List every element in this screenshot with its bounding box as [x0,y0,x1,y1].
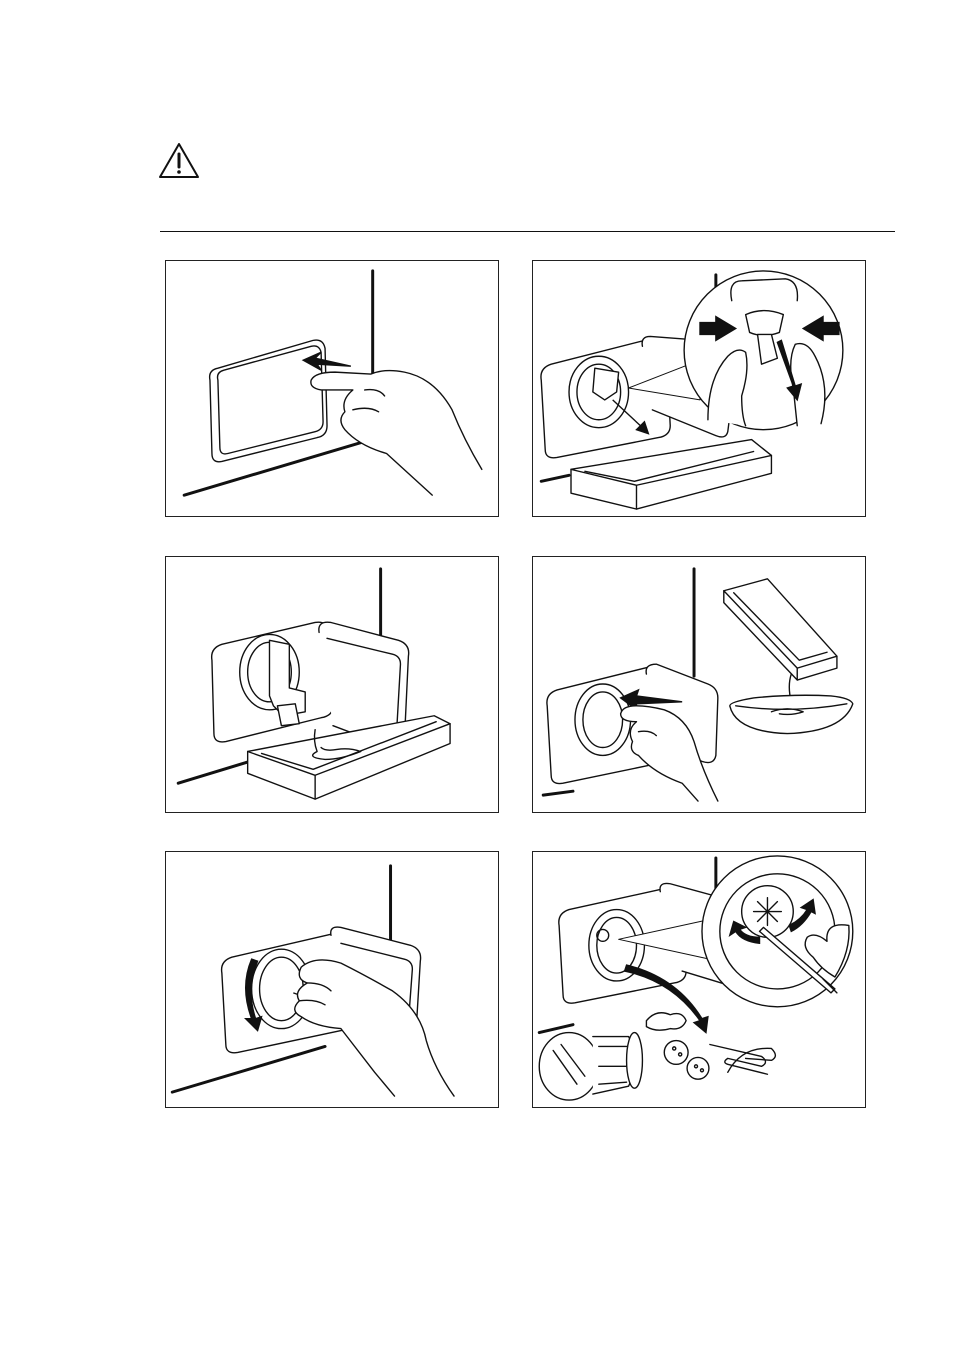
unscrew-filter-illustration [166,852,498,1107]
figure-drain-water [165,556,499,813]
drain-water-into-tray-illustration [166,557,498,812]
close-hose-empty-tray-illustration [533,557,865,812]
remove-debris-from-filter-illustration [533,852,865,1107]
warning-triangle-icon [158,142,200,180]
figure-pull-drain-hose [532,260,866,517]
pull-emergency-drain-hose-illustration [533,261,865,516]
figure-unscrew-filter [165,851,499,1108]
figure-open-flap [165,260,499,517]
section-divider [160,231,895,232]
figure-clean-filter [532,851,866,1108]
open-filter-flap-illustration [166,261,498,516]
figure-empty-tray [532,556,866,813]
